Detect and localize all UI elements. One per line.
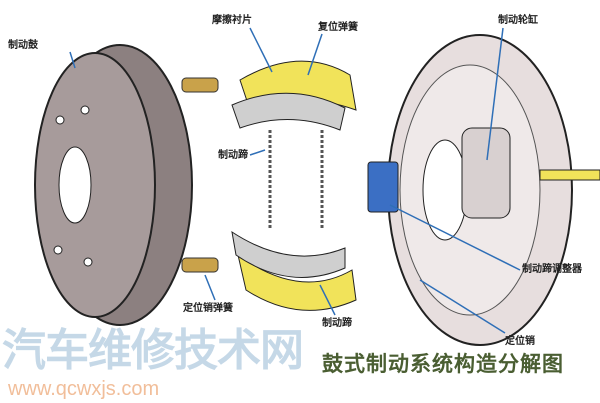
return-springs	[268, 130, 324, 230]
label-friction-lining: 摩擦衬片	[212, 15, 252, 26]
label-wheel-cylinder: 制动轮缸	[498, 15, 538, 26]
lower-brake-shoe	[231, 230, 357, 311]
label-return-spring: 复位弹簧	[318, 22, 358, 33]
label-brake-shoe-lower: 制动蹄	[322, 318, 352, 329]
brake-drum	[34, 44, 193, 326]
brake-adjuster	[367, 161, 399, 213]
label-hold-down-spring: 定位销弹簧	[183, 303, 233, 314]
backing-plate	[387, 34, 600, 346]
label-brake-drum: 制动鼓	[8, 40, 38, 51]
label-brake-shoe-upper: 制动蹄	[218, 150, 248, 161]
label-hold-down-pin: 定位销	[505, 336, 535, 347]
leader-lines	[69, 27, 521, 334]
diagram-title: 鼓式制动系统构造分解图	[322, 352, 564, 376]
watermark-url: www.qcwxjs.com	[8, 378, 160, 400]
watermark-name: 汽车维修技术网	[2, 325, 304, 376]
upper-brake-shoe	[231, 60, 357, 131]
label-shoe-adjuster: 制动蹄调整器	[522, 264, 582, 275]
hold-down-springs	[181, 77, 219, 273]
